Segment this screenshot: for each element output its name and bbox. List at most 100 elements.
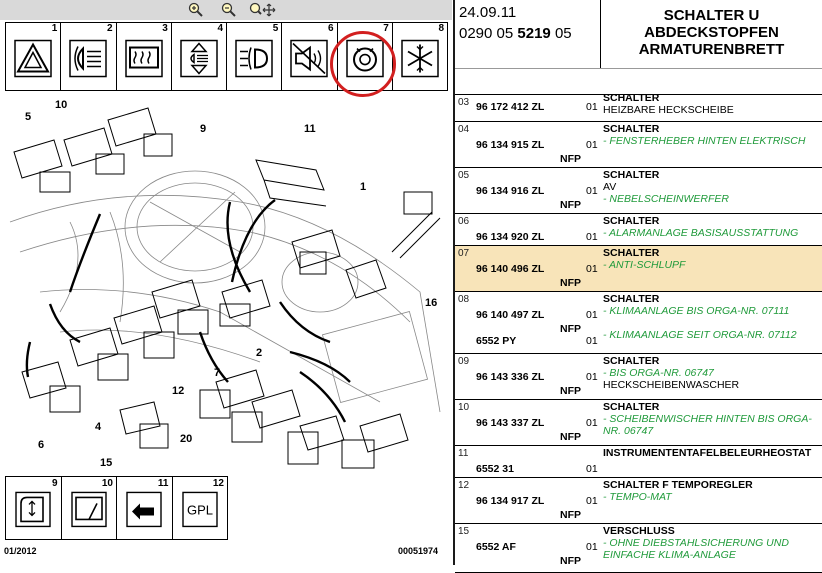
part-number: 6552 31: [476, 463, 514, 475]
description-line: - SCHEIBENWISCHER HINTEN BIS ORGA-: [603, 413, 812, 425]
symbol-cell-10[interactable]: 10: [62, 477, 117, 539]
title-line: SCHALTER U: [663, 7, 760, 24]
switch-block-20: [231, 389, 301, 443]
description-line: INSTRUMENTENTAFELBELEURHEOSTAT: [603, 447, 812, 459]
part-number: 6552 AF: [476, 541, 516, 553]
footer-date: 01/2012: [4, 546, 37, 556]
nfp-flag: NFP: [560, 431, 581, 443]
description-line: HECKSCHEIBENWASCHER: [603, 379, 740, 391]
symbol-cell-9[interactable]: 9: [6, 477, 62, 539]
callout-label: 2: [256, 347, 262, 359]
description-line: HEIZBARE HECKSCHEIBE: [603, 104, 734, 116]
switch-block-6: [21, 361, 81, 413]
quantity: 01: [586, 263, 598, 275]
cell-number: 7: [383, 23, 389, 34]
description-line: SCHALTER: [603, 215, 660, 227]
description-line: NR. 06747: [603, 425, 654, 437]
description-line: SCHALTER: [603, 247, 660, 259]
symbol-cell-1[interactable]: 1: [6, 23, 62, 90]
symbol-cell-11[interactable]: 11: [117, 477, 173, 539]
quantity: 01: [586, 185, 598, 197]
symbol-cell-4[interactable]: 4: [172, 23, 227, 90]
header-date: 24.09.11: [459, 4, 517, 21]
description-line: - OHNE DIEBSTAHLSICHERUNG UND: [603, 537, 789, 549]
row-position: 09: [458, 356, 470, 367]
cell-number: 10: [101, 478, 113, 489]
quantity: 01: [586, 495, 598, 507]
bottom-symbol-row: 9 10 11 12 GPL: [5, 476, 228, 540]
nfp-flag: NFP: [560, 323, 581, 335]
description-line: SCHALTER: [603, 401, 660, 413]
symbol-cell-8[interactable]: 8: [393, 23, 447, 90]
switch-block-8: [151, 279, 209, 335]
part-number: 6552 PY: [476, 335, 517, 347]
symbol-cell-12[interactable]: 12 GPL: [173, 477, 228, 539]
symbol-cell-6[interactable]: 6: [282, 23, 338, 90]
description-line: - FENSTERHEBER HINTEN ELEKTRISCH: [603, 135, 806, 147]
zoom-toolbar: [0, 0, 452, 20]
quantity: 01: [586, 463, 598, 475]
description-line: VERSCHLUSS: [603, 525, 675, 537]
page-title: SCHALTER U ABDECKSTOPFEN ARMATURENBRETT: [601, 0, 822, 68]
switch-block-10: [63, 127, 125, 175]
alarm-off-icon: [290, 39, 329, 77]
row-position: 07: [458, 248, 470, 259]
part-description: SCHALTER- KLIMAANLAGE BIS ORGA-NR. 07111…: [603, 293, 821, 341]
row-position: 10: [458, 402, 470, 413]
callout-label: 4: [95, 421, 102, 433]
cell-number: 11: [157, 478, 169, 489]
zoom-out-icon[interactable]: [221, 2, 237, 18]
parts-list-panel: 24.09.11 0290 05 5219 05 SCHALTER U ABDE…: [455, 0, 822, 573]
part-description: SCHALTER- FENSTERHEBER HINTEN ELEKTRISCH: [603, 123, 821, 147]
air-conditioning-icon: [401, 39, 439, 77]
switch-block-4: [69, 327, 129, 381]
description-line: - ALARMANLAGE BASISAUSSTATTUNG: [603, 227, 799, 239]
callout-label: 7: [214, 367, 220, 379]
zoom-in-icon[interactable]: [188, 2, 204, 18]
description-line: - KLIMAANLAGE BIS ORGA-NR. 07111: [603, 305, 790, 317]
title-line: ARMATURENBRETT: [638, 41, 785, 58]
switch-block-1: [291, 229, 341, 275]
dashboard-exploded-view: 5 10 9 11 1 16 8 2 12 4 6 15 7 20 3 17: [9, 99, 441, 469]
zoom-pan-icon[interactable]: [249, 2, 277, 18]
description-line: - ANTI-SCHLUPF: [603, 259, 686, 271]
description-line: - TEMPO-MAT: [603, 491, 672, 503]
callout-label: 6: [38, 439, 44, 451]
quantity: 01: [586, 335, 598, 347]
symbol-cell-3[interactable]: 3: [117, 23, 172, 90]
cell-number: 4: [217, 23, 223, 34]
row-position: 06: [458, 216, 470, 227]
callout-label: 5: [25, 111, 31, 123]
part-number: 96 143 337 ZL: [476, 417, 545, 429]
panel-divider: [453, 0, 455, 565]
part-number: 96 134 920 ZL: [476, 231, 545, 243]
description-line: SCHALTER: [603, 92, 660, 104]
row-position: 04: [458, 124, 470, 135]
cell-number: 9: [51, 478, 58, 489]
symbol-cell-5[interactable]: 5: [227, 23, 283, 90]
row-position: 03: [458, 97, 470, 108]
switch-block-16: [345, 191, 441, 299]
row-position: 15: [458, 526, 470, 537]
part-number: 96 134 915 ZL: [476, 139, 545, 151]
symbol-cell-2[interactable]: 2: [61, 23, 117, 90]
row-position: 12: [458, 480, 470, 491]
part-description: SCHALTER- SCHEIBENWISCHER HINTEN BIS ORG…: [603, 401, 821, 437]
cell-number: 1: [51, 23, 58, 34]
part-number: 96 140 496 ZL: [476, 263, 545, 275]
part-description: INSTRUMENTENTAFELBELEURHEOSTAT: [603, 447, 821, 459]
